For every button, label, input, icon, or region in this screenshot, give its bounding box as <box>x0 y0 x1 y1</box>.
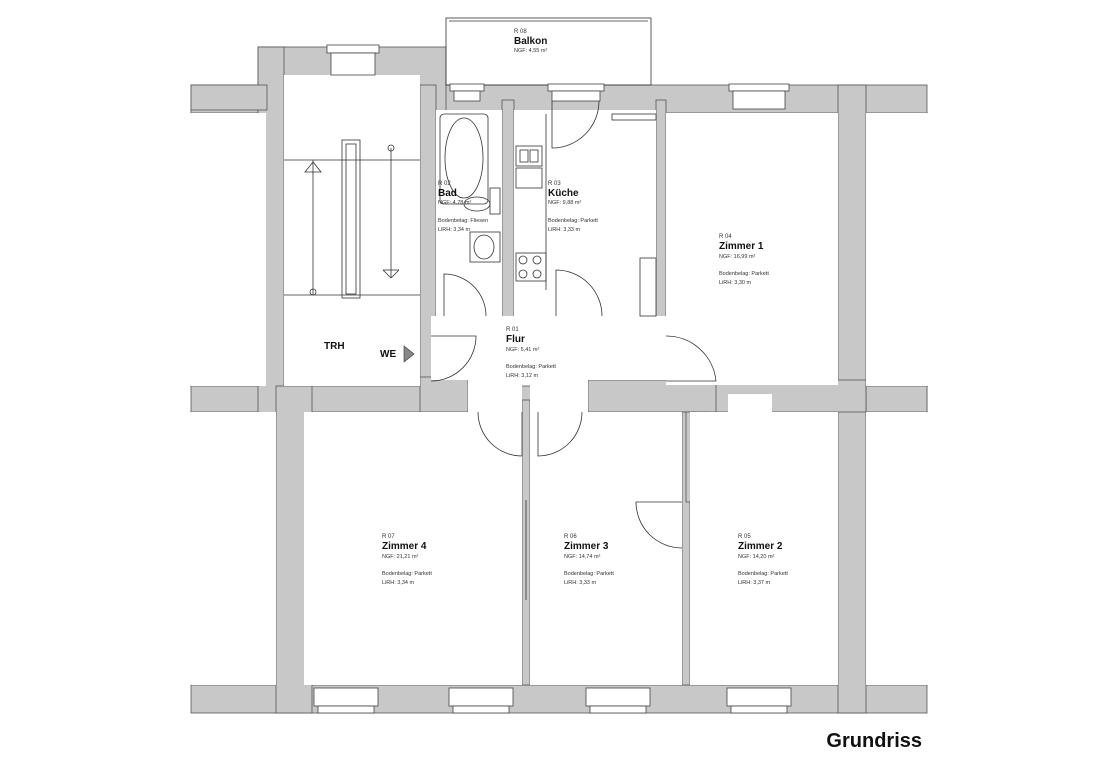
room-floor-zimmer3: Bodenbelag: Parkett <box>564 571 614 577</box>
room-floor-zimmer2: Bodenbelag: Parkett <box>738 571 788 577</box>
room-name-zimmer2: Zimmer 2 <box>738 541 783 552</box>
balcony <box>445 17 652 86</box>
doors <box>430 100 717 549</box>
room-code-zimmer2: R 05 <box>738 534 751 540</box>
window-zimmer2 <box>726 687 792 714</box>
room-height-zimmer1: LiRH: 3,30 m <box>719 280 752 286</box>
entrance-arrow-icon <box>403 345 415 363</box>
entrance-label: WE <box>380 349 396 360</box>
room-name-zimmer1: Zimmer 1 <box>719 241 764 252</box>
room-interiors <box>191 75 927 685</box>
room-area-kueche: NGF: 9,88 m² <box>548 200 581 206</box>
room-name-flur: Flur <box>506 334 525 345</box>
room-area-flur: NGF: 5,41 m² <box>506 347 539 353</box>
room-name-zimmer3: Zimmer 3 <box>564 541 609 552</box>
room-height-zimmer2: LiRH: 3,37 m <box>738 580 771 586</box>
room-area-zimmer4: NGF: 21,21 m² <box>382 554 419 560</box>
room-floor-kueche: Bodenbelag: Parkett <box>548 218 598 224</box>
room-code-zimmer3: R 06 <box>564 534 577 540</box>
room-code-bad: R 02 <box>438 181 451 187</box>
room-code-zimmer4: R 07 <box>382 534 395 540</box>
window-kueche <box>547 83 605 102</box>
room-code-kueche: R 03 <box>548 181 561 187</box>
window-bad <box>449 83 485 102</box>
window-zimmer4 <box>313 687 514 714</box>
room-height-bad: LiRH: 3,34 m <box>438 227 471 233</box>
room-code-balkon: R 08 <box>514 29 527 35</box>
room-area-bad: NGF: 4,78 m² <box>438 200 471 206</box>
room-name-kueche: Küche <box>548 188 579 199</box>
window-zimmer3 <box>585 687 651 714</box>
windows <box>313 44 792 714</box>
room-area-zimmer1: NGF: 16,99 m² <box>719 254 756 260</box>
room-name-zimmer4: Zimmer 4 <box>382 541 427 552</box>
room-floor-zimmer4: Bodenbelag: Parkett <box>382 571 432 577</box>
plan-title: Grundriss <box>826 730 922 752</box>
room-area-zimmer2: NGF: 14,20 m² <box>738 554 775 560</box>
room-area-balkon: NGF: 4,55 m² <box>514 48 547 54</box>
room-floor-flur: Bodenbelag: Parkett <box>506 364 556 370</box>
room-height-zimmer4: LiRH: 3,34 m <box>382 580 415 586</box>
room-name-balkon: Balkon <box>514 36 547 47</box>
room-floor-bad: Bodenbelag: Fliesen <box>438 218 488 224</box>
window-stair-top <box>326 44 380 76</box>
room-height-flur: LiRH: 3,12 m <box>506 373 539 379</box>
room-height-zimmer3: LiRH: 3,33 m <box>564 580 597 586</box>
stair-label: TRH <box>324 341 345 352</box>
staircase <box>284 139 420 299</box>
fixtures <box>439 113 657 317</box>
labels: TRH WE R 08 Balkon NGF: 4,55 m² R 02 Bad… <box>324 29 788 586</box>
room-height-kueche: LiRH: 3,33 m <box>548 227 581 233</box>
room-area-zimmer3: NGF: 14,74 m² <box>564 554 601 560</box>
room-code-flur: R 01 <box>506 327 519 333</box>
room-name-bad: Bad <box>438 188 457 199</box>
room-floor-zimmer1: Bodenbelag: Parkett <box>719 271 769 277</box>
window-zimmer1 <box>728 83 790 110</box>
room-code-zimmer1: R 04 <box>719 234 732 240</box>
